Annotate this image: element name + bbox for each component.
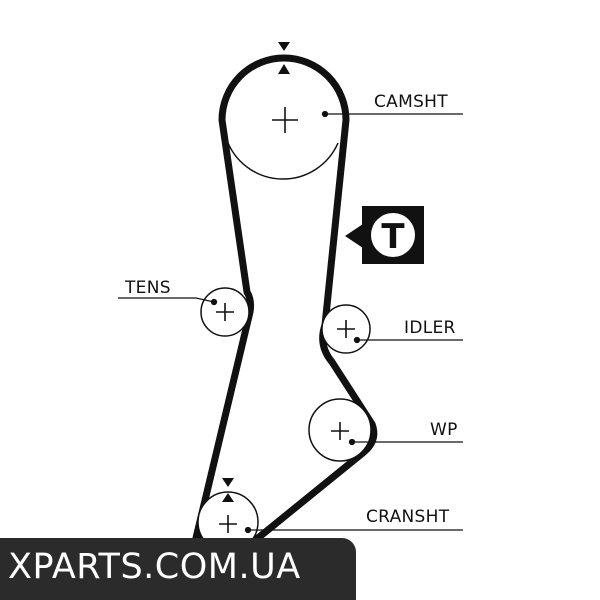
- watermark-banner: XPARTS.COM.UA: [0, 538, 356, 600]
- water-pump-center-icon: [331, 422, 349, 440]
- tensioner-leader-line: [118, 297, 215, 303]
- crankshaft-center-icon: [219, 515, 237, 533]
- tensioner-badge-letter: T: [381, 217, 405, 257]
- crankshaft-timing-mark-top-icon: [222, 478, 234, 487]
- camshaft-timing-mark-top-icon: [278, 42, 290, 51]
- idler-center-icon: [337, 320, 355, 338]
- idler-label: IDLER: [404, 318, 456, 338]
- watermark-text: XPARTS.COM.UA: [8, 547, 301, 587]
- tensioner-badge-arrow-icon: [345, 224, 363, 248]
- camshaft-pulley-arc: [227, 142, 339, 180]
- tensioner-badge: T: [345, 206, 424, 264]
- crankshaft-label: CRANSHT: [366, 507, 450, 527]
- tensioner-label: TENS: [124, 278, 171, 298]
- water-pump-label: WP: [430, 420, 458, 440]
- camshaft-label: CAMSHT: [374, 92, 448, 112]
- crankshaft-timing-mark-bottom-icon: [222, 493, 234, 502]
- tensioner-center-icon: [216, 303, 234, 321]
- camshaft-center-icon: [272, 107, 298, 133]
- camshaft-timing-mark-bottom-icon: [278, 64, 290, 74]
